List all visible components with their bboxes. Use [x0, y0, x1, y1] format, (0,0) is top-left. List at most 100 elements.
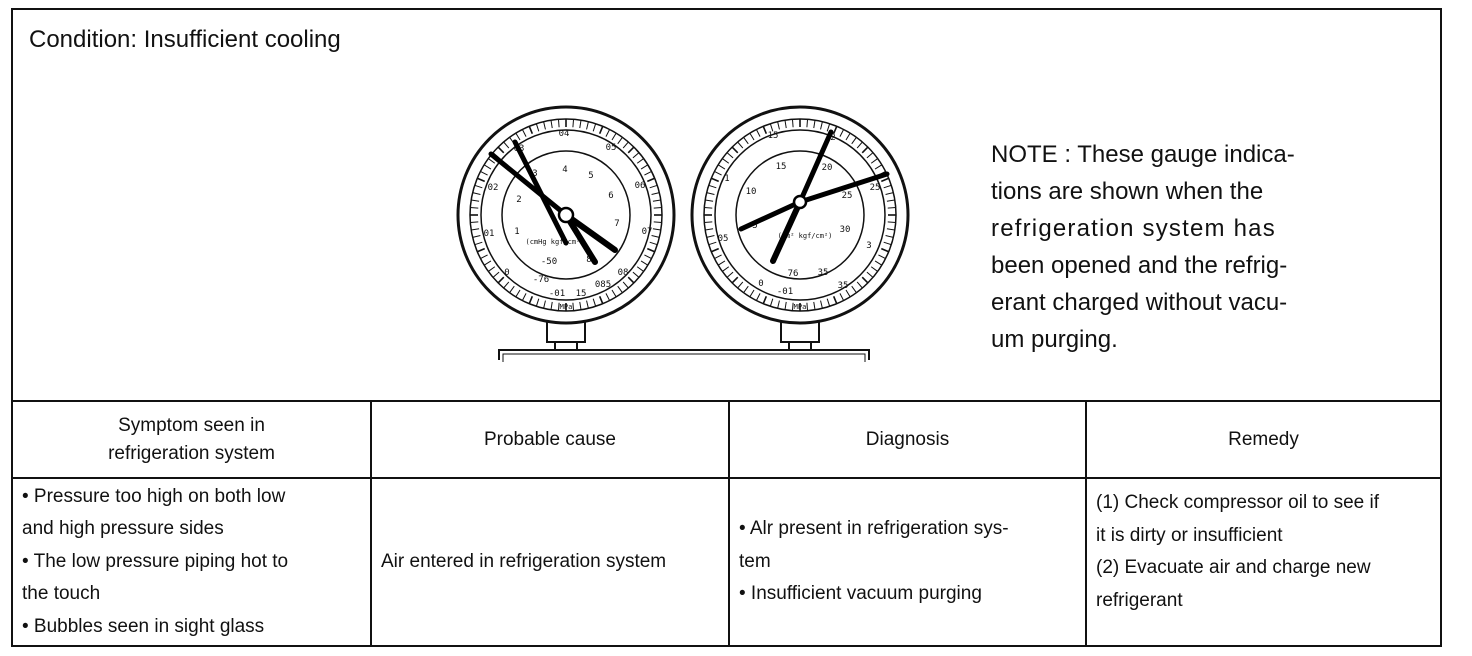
low-outer-label: 04 [559, 129, 570, 139]
high-outer-label: 35 [838, 281, 849, 291]
low-gauge-needles [488, 139, 618, 265]
high-pressure-gauge: 15 2 25 3 35 0 -01 05 1 15 20 25 30 35 7… [690, 105, 910, 325]
header-diagnosis: Diagnosis [729, 402, 1087, 479]
cell-diagnosis: • Alr present in refrigeration sys- tem … [729, 478, 1087, 645]
high-gauge-hub [792, 194, 808, 210]
high-gauge-unit-outer: MPa [794, 303, 807, 311]
gauge-tick [874, 260, 883, 266]
gauge-tick [592, 298, 597, 307]
gauge-tick [755, 129, 761, 137]
low-inner-label: 1 [514, 227, 519, 237]
low-inner-label: 7 [614, 219, 619, 229]
gauge-tick [806, 119, 809, 128]
high-outer-label: -01 [777, 287, 793, 297]
gauge-tick [714, 254, 722, 260]
gauge-tick [644, 254, 652, 260]
gauge-tick [535, 123, 540, 132]
gauge-tick [722, 158, 730, 164]
low-gauge-unit-outer: MPa [560, 303, 573, 311]
gauge-tick [832, 126, 838, 135]
gauge-tick [477, 177, 486, 183]
gauge-tick [717, 164, 726, 170]
header-symptom: Symptom seen in refrigeration system [13, 402, 372, 479]
gauge-tick [632, 271, 640, 278]
gauge-tick [471, 199, 480, 202]
gauge-tick [887, 206, 896, 209]
gauge-tick [706, 192, 715, 195]
high-gauge-unit-inner: (cm² kgf/cm²) [778, 232, 833, 240]
gauge-tick [845, 289, 851, 298]
high-outer-label: 05 [718, 234, 729, 244]
gauge-tick [705, 199, 714, 202]
gauge-tick [543, 121, 546, 130]
gauge-tick [515, 132, 521, 141]
gauge-tick [749, 289, 755, 298]
gauge-tick [704, 221, 713, 224]
gauge-tick [726, 152, 734, 159]
gauge-tick [813, 301, 816, 310]
gauge-tick [743, 285, 749, 293]
low-inner-label: -76 [533, 275, 549, 285]
gauge-tick [883, 184, 892, 189]
manifold-body [498, 349, 870, 362]
gauge-tick [880, 177, 889, 183]
gauge-tick [611, 289, 617, 298]
gauge-tick [627, 276, 635, 284]
gauge-tick [649, 241, 658, 246]
low-outer-label: 085 [595, 280, 611, 290]
note-line: um purging. [991, 326, 1118, 353]
gauge-tick [622, 281, 629, 289]
gauge-tick [749, 132, 755, 141]
low-pressure-gauge: 04 05 06 07 08 085 0 01 02 03 4 5 6 7 8 [456, 105, 676, 325]
gauge-tick [592, 123, 597, 132]
gauge-tick [521, 129, 527, 137]
gauge-tick [636, 266, 644, 272]
low-gauge-unit-inner: (cmHg kgf/cm²) [525, 238, 584, 246]
gauge-tick [791, 119, 794, 128]
cell-probable-cause: Air entered in refrigeration system [371, 478, 730, 645]
gauge-tick [646, 177, 655, 183]
gauge-tick [572, 119, 575, 128]
diagnosis-table: Symptom seen in refrigeration system Pro… [13, 402, 1440, 645]
gauge-tick [651, 235, 660, 238]
gauge-tick [880, 247, 889, 253]
gauge-tick [640, 260, 649, 266]
high-outer-label: 25 [870, 183, 881, 193]
gauge-tick [497, 276, 505, 284]
gauge-tick [480, 254, 488, 260]
gauge-tick [480, 170, 488, 176]
low-gauge-hub [557, 206, 575, 224]
gauge-tick [622, 141, 629, 149]
gauge-tick [708, 241, 717, 246]
gauge-tick [708, 184, 717, 189]
low-inner-label: -50 [541, 257, 557, 267]
low-bottom-label: 15 [576, 289, 587, 299]
high-inner-label: 5 [752, 221, 757, 231]
gauge-tick [611, 132, 617, 141]
gauge-tick [598, 295, 604, 304]
note-line: NOTE : These gauge indica- [991, 141, 1295, 168]
gauge-tick [885, 192, 894, 195]
gauge-tick [636, 158, 644, 164]
gauge-tick [640, 164, 649, 170]
gauge-tick [617, 137, 623, 145]
gauge-tick [717, 260, 726, 266]
gauge-tick [579, 120, 582, 129]
gauge-tick [497, 146, 505, 154]
gauge-tick [874, 164, 883, 170]
low-outer-label: 07 [642, 227, 653, 237]
low-inner-label: 3 [532, 169, 537, 179]
gauge-tick [784, 301, 787, 310]
gauge-tick [769, 123, 774, 132]
gauge-tick [543, 300, 546, 309]
low-outer-label: 0 [504, 268, 509, 278]
low-bottom-label: -01 [549, 289, 565, 299]
high-inner-label: 20 [822, 163, 833, 173]
gauge-tick [769, 298, 774, 307]
gauge-tick [472, 192, 481, 195]
gauge-tick [711, 177, 720, 183]
gauge-tick [784, 120, 787, 129]
gauge-tick [861, 276, 869, 284]
gauge-tick [652, 228, 661, 231]
gauge-tick [731, 146, 739, 154]
